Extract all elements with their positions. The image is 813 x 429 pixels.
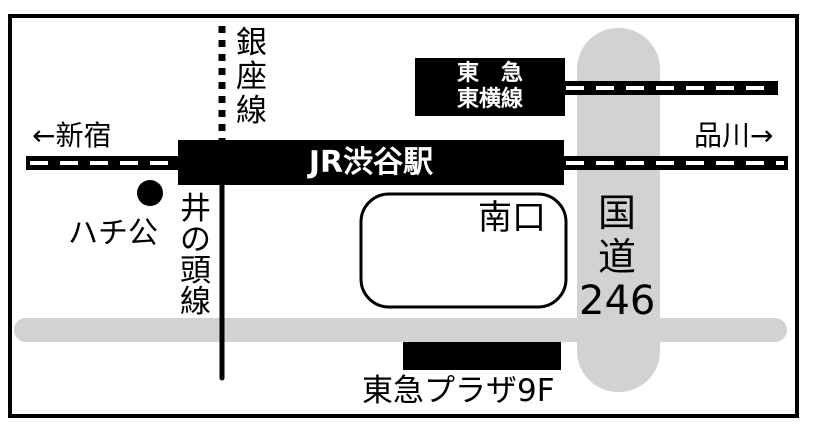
main-street (14, 318, 787, 342)
direction-shinjuku: ←新宿 (32, 119, 112, 152)
hachiko-label: ハチ公 (68, 216, 158, 251)
direction-shinagawa: 品川→ (694, 119, 774, 152)
tokyu-plaza-label: 東急プラザ9F (362, 373, 555, 409)
south-exit-label: 南口 (478, 198, 546, 238)
toyoko-line-box (415, 58, 565, 116)
route-246-road (577, 28, 660, 392)
toyoko-line-label-top: 東 急 (456, 61, 523, 86)
route-246-label-michi: 道 (598, 235, 637, 279)
jr-line-west (26, 156, 180, 170)
inokashira-line-label: 井の頭線 (180, 191, 211, 320)
route-246-label-kuni: 国 (598, 191, 637, 235)
route-246-number: 246 (579, 278, 656, 324)
jr-shibuya-station-label: JR渋谷駅 (308, 145, 434, 180)
jr-shibuya-station-box (178, 140, 564, 185)
ginza-line-label: 銀座線 (236, 25, 267, 129)
hachiko-marker (137, 180, 163, 206)
tokyu-plaza-building (403, 342, 561, 370)
toyoko-line-track (562, 81, 778, 95)
south-exit-plaza (359, 192, 568, 309)
jr-line-east (562, 156, 788, 170)
toyoko-line-label-bottom: 東横線 (456, 87, 523, 112)
